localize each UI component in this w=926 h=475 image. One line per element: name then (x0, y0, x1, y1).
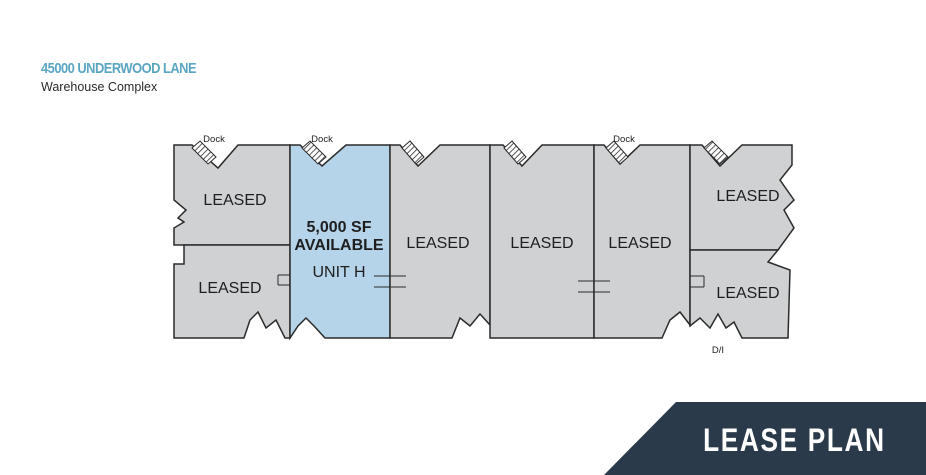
unit-label-mid-3: LEASED (608, 235, 671, 252)
door-symbol-4 (690, 275, 705, 288)
dock-hatch-4 (503, 140, 527, 165)
property-address: 45000 UNDERWOOD LANE (41, 60, 197, 77)
dock-hatch-1 (191, 140, 217, 165)
door-symbol-3 (578, 277, 610, 296)
dock-label: Dock (203, 134, 225, 145)
unit-label-bottom-left: LEASED (198, 280, 261, 297)
dock-hatch-5 (605, 140, 629, 165)
unit-label-mid-1: LEASED (406, 235, 469, 252)
unit-h-status: AVAILABLE (294, 237, 384, 254)
unit-bottom-left[interactable] (173, 244, 291, 339)
unit-label-top-left: LEASED (203, 192, 266, 209)
property-subtitle: Warehouse Complex (41, 80, 158, 94)
unit-h-name: UNIT H (312, 264, 365, 281)
dock-hatch-6 (703, 140, 729, 165)
dock-label: Dock (613, 134, 635, 145)
header: 45000 UNDERWOOD LANE Warehouse Complex (41, 60, 221, 95)
unit-label-top-right: LEASED (716, 188, 779, 205)
dock-hatch-3 (401, 140, 425, 165)
unit-label-mid-2: LEASED (510, 235, 573, 252)
unit-top-left[interactable] (173, 144, 291, 246)
di-label: D/I (712, 345, 724, 356)
door-symbol-1 (277, 274, 290, 286)
unit-label-bottom-right: LEASED (716, 285, 779, 302)
unit-h-area: 5,000 SF (307, 219, 372, 236)
dock-hatch-2 (301, 140, 327, 165)
lease-plan-banner (604, 402, 926, 475)
unit-bottom-right[interactable] (689, 249, 791, 339)
dock-label: Dock (311, 134, 333, 145)
door-symbol-2 (374, 272, 406, 291)
